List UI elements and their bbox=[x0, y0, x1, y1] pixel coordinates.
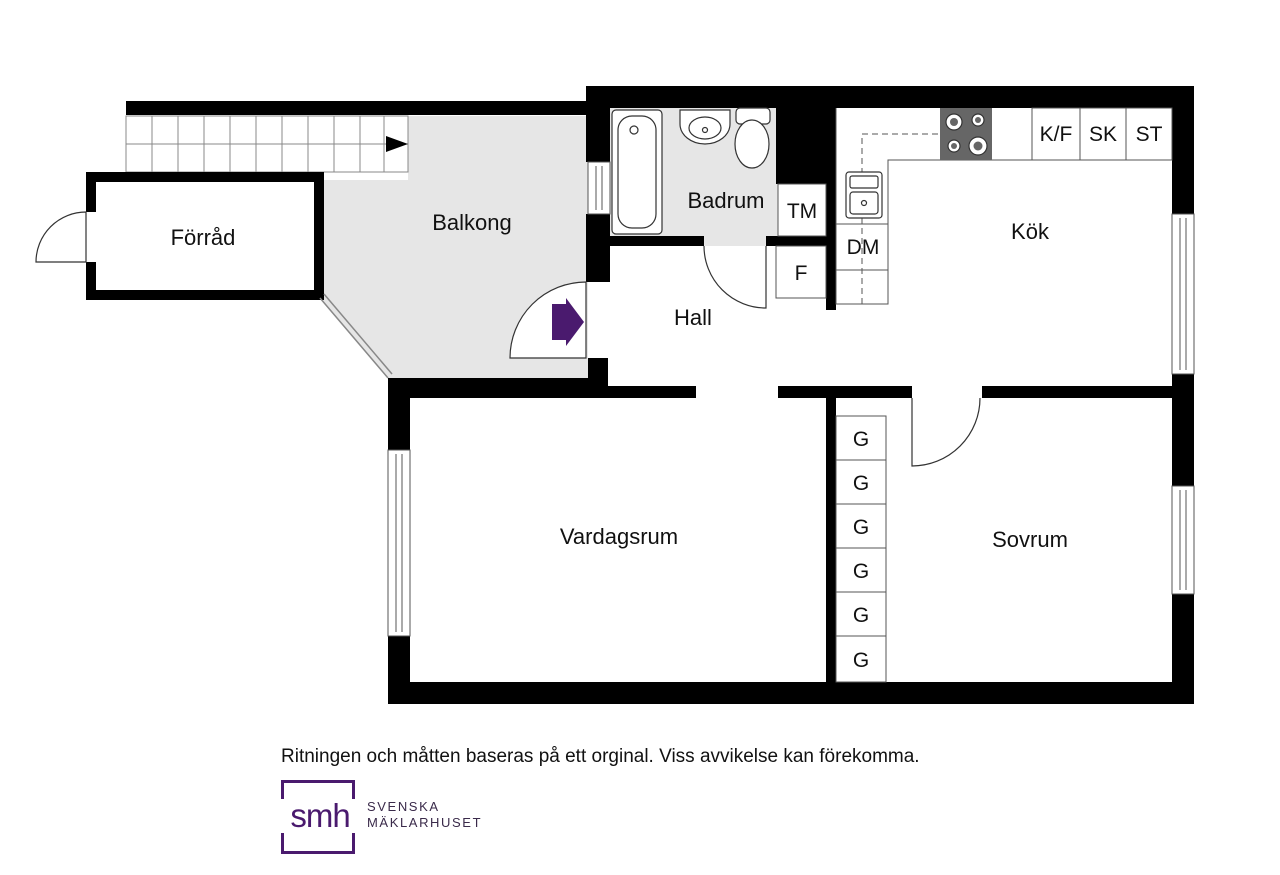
wardrobe-boxes bbox=[835, 415, 887, 683]
entrance-arrow-icon bbox=[552, 298, 584, 346]
wardrobe-label: G bbox=[853, 428, 869, 451]
bedroom-door bbox=[911, 397, 981, 467]
fixture-label-dm: DM bbox=[847, 236, 880, 259]
bathtub-icon bbox=[611, 109, 663, 235]
fixture-label-kf: K/F bbox=[1040, 123, 1073, 146]
stairs bbox=[125, 115, 409, 173]
bathroom-door bbox=[703, 245, 767, 309]
room-label-hall: Hall bbox=[674, 305, 712, 330]
fixture-label-sk: SK bbox=[1089, 123, 1117, 146]
logo-wordmark: SVENSKA MÄKLARHUSET bbox=[367, 799, 482, 831]
wardrobe-label: G bbox=[853, 649, 869, 672]
room-label-forrad: Förråd bbox=[171, 225, 236, 250]
stairs-arrow-icon bbox=[386, 136, 408, 152]
wardrobe-label: G bbox=[853, 516, 869, 539]
room-label-sovrum: Sovrum bbox=[992, 527, 1068, 552]
walls bbox=[86, 86, 1194, 704]
logo-line-2: MÄKLARHUSET bbox=[367, 815, 483, 830]
room-label-vardagsrum: Vardagsrum bbox=[560, 524, 678, 549]
toilet-icon bbox=[734, 107, 771, 169]
logo-line-1: SVENSKA bbox=[367, 799, 440, 814]
balcony-railing bbox=[319, 293, 393, 379]
storage-door bbox=[35, 211, 87, 263]
windows bbox=[387, 161, 1195, 637]
room-label-badrum: Badrum bbox=[687, 188, 764, 213]
wardrobe-label: G bbox=[853, 472, 869, 495]
room-label-kok: Kök bbox=[1011, 219, 1050, 244]
counter-dashed-line bbox=[861, 133, 940, 304]
disclaimer-text: Ritningen och måtten baseras på ett orgi… bbox=[281, 746, 920, 767]
balcony-floor bbox=[320, 116, 588, 378]
logo-mark: smh bbox=[279, 799, 361, 833]
window-lines bbox=[395, 166, 1187, 632]
fixture-label-f: F bbox=[795, 262, 808, 285]
fixture-label-st: ST bbox=[1136, 123, 1163, 146]
room-label-balkong: Balkong bbox=[432, 210, 512, 235]
wardrobe-label: G bbox=[853, 604, 869, 627]
kitchen-appliance-boxes bbox=[1031, 107, 1173, 161]
stove-icon bbox=[940, 108, 992, 160]
sink-icon bbox=[679, 109, 731, 145]
wardrobe-label: G bbox=[853, 560, 869, 583]
kitchen-sink-icon bbox=[845, 171, 883, 219]
fixture-label-tm: TM bbox=[787, 200, 817, 223]
